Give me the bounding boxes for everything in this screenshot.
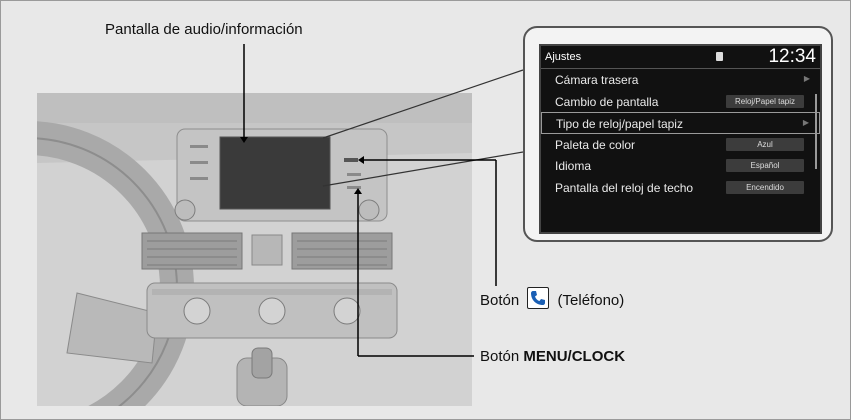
zoom-callout-panel: Ajustes 12:34 Cámara trasera ▶ Cambio de p…	[523, 26, 833, 242]
settings-row-label: Paleta de color	[555, 137, 636, 152]
settings-row[interactable]: Cambio de pantalla Reloj/Papel tapiz	[541, 91, 820, 113]
phone-label-suffix: (Teléfono)	[557, 292, 625, 309]
settings-row[interactable]: Cámara trasera ▶	[541, 69, 820, 91]
screen-label: Pantalla de audio/información	[105, 21, 303, 38]
screen-clock: 12:34	[768, 46, 816, 67]
settings-row-label: Cámara trasera	[555, 73, 639, 87]
scrollbar[interactable]	[815, 94, 817, 169]
settings-screen: Ajustes 12:34 Cámara trasera ▶ Cambio de p…	[539, 44, 822, 234]
phone-handset-icon	[527, 287, 550, 309]
screen-header: Ajustes 12:34	[541, 46, 820, 69]
chevron-right-icon: ▶	[803, 74, 810, 83]
settings-row[interactable]: Pantalla del reloj de techo Encendido	[541, 177, 820, 199]
menu-label-bold: MENU/CLOCK	[523, 348, 626, 365]
menu-label-prefix: Botón	[480, 348, 520, 365]
settings-row-label: Cambio de pantalla	[555, 94, 659, 109]
screen-title: Ajustes	[545, 51, 582, 63]
settings-row[interactable]: Idioma Español	[541, 155, 820, 177]
settings-list: Cámara trasera ▶ Cambio de pantalla Reloj/P…	[541, 69, 820, 198]
dashboard-illustration	[37, 93, 472, 406]
chevron-right-icon: ▶	[802, 118, 809, 127]
settings-row[interactable]: Paleta de color Azul	[541, 134, 820, 156]
menu-clock-button-label: Botón MENU/CLOCK	[480, 348, 625, 365]
settings-row-value: Español	[726, 159, 804, 172]
dashboard-photo	[37, 93, 472, 406]
settings-row-value: Encendido	[726, 180, 804, 194]
settings-row-value: Reloj/Papel tapiz	[726, 94, 804, 108]
phone-label-prefix: Botón	[480, 292, 520, 309]
settings-row[interactable]: Tipo de reloj/papel tapiz ▶	[541, 112, 820, 134]
phone-status-icon	[716, 52, 723, 61]
phone-button-label: Botón (Teléfono)	[480, 287, 624, 309]
settings-row-value: Azul	[726, 137, 804, 151]
settings-row-label: Tipo de reloj/papel tapiz	[556, 117, 683, 131]
settings-row-label: Idioma	[555, 159, 592, 173]
settings-row-label: Pantalla del reloj de techo	[555, 180, 694, 195]
